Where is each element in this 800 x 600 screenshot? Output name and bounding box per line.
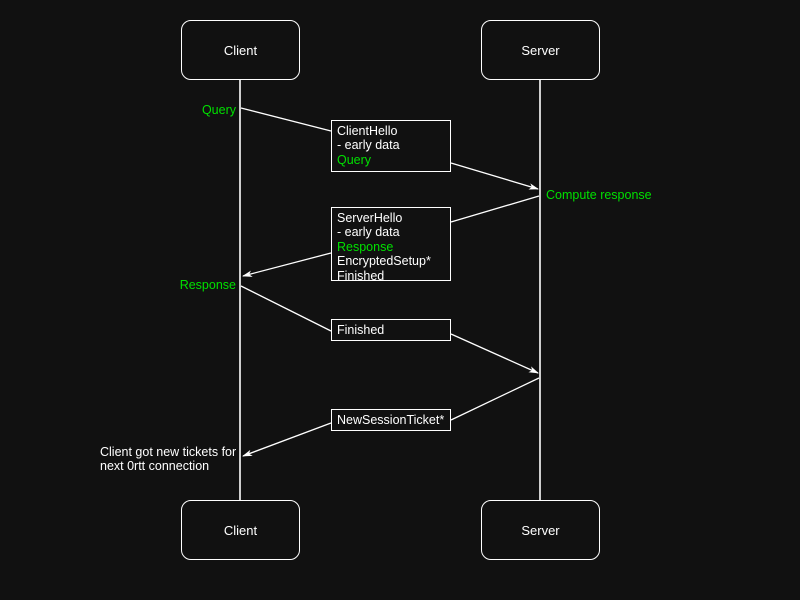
arrow-server-to-box	[450, 195, 540, 223]
message-line: - early data	[337, 138, 400, 153]
arrow-query-to-box	[240, 107, 332, 132]
message-line: Finished	[337, 268, 385, 283]
note-compute-response: Compute response	[546, 188, 706, 202]
note-text: Query	[201, 103, 236, 117]
actor-label: Server	[521, 42, 560, 58]
arrow-finished-box-to-server	[450, 333, 539, 374]
actor-box-client-bottom[interactable]: Client	[181, 500, 300, 560]
message-box-finished[interactable]: Finished	[331, 319, 451, 341]
actor-label: Client	[223, 42, 258, 58]
message-line: ClientHello	[337, 124, 398, 138]
note-new-tickets: Client got new tickets for next 0rtt con…	[100, 445, 250, 473]
message-line-highlight: Response	[337, 239, 394, 254]
message-line: NewSessionTicket*	[337, 413, 445, 427]
note-query: Query	[178, 103, 236, 117]
actor-box-server-bottom[interactable]: Server	[481, 500, 600, 560]
actor-label: Client	[223, 522, 258, 538]
message-line: - early data	[337, 225, 400, 240]
message-line: EncryptedSetup*	[337, 254, 431, 269]
message-box-client-hello[interactable]: ClientHello - early data Query	[331, 120, 451, 172]
note-text-line: Client got new tickets for	[100, 445, 237, 459]
note-text: Compute response	[546, 188, 652, 202]
note-text-line: next 0rtt connection	[100, 459, 210, 473]
message-box-server-hello[interactable]: ServerHello - early data Response Encryp…	[331, 207, 451, 283]
note-response: Response	[148, 278, 236, 292]
note-text: Response	[179, 278, 236, 292]
actor-box-server-top[interactable]: Server	[481, 20, 600, 80]
message-line: ServerHello	[337, 211, 403, 225]
arrow-box-to-server	[450, 162, 539, 190]
actor-label: Server	[521, 522, 560, 538]
arrow-box-to-client-response	[242, 252, 332, 277]
arrow-client-to-finished-box	[240, 285, 332, 332]
arrow-server-to-ticket-box	[450, 377, 540, 421]
message-line-highlight: Query	[337, 152, 372, 167]
actor-box-client-top[interactable]: Client	[181, 20, 300, 80]
message-line: Finished	[337, 323, 385, 337]
message-box-new-session-ticket[interactable]: NewSessionTicket*	[331, 409, 451, 431]
arrow-ticket-box-to-client	[242, 422, 332, 457]
